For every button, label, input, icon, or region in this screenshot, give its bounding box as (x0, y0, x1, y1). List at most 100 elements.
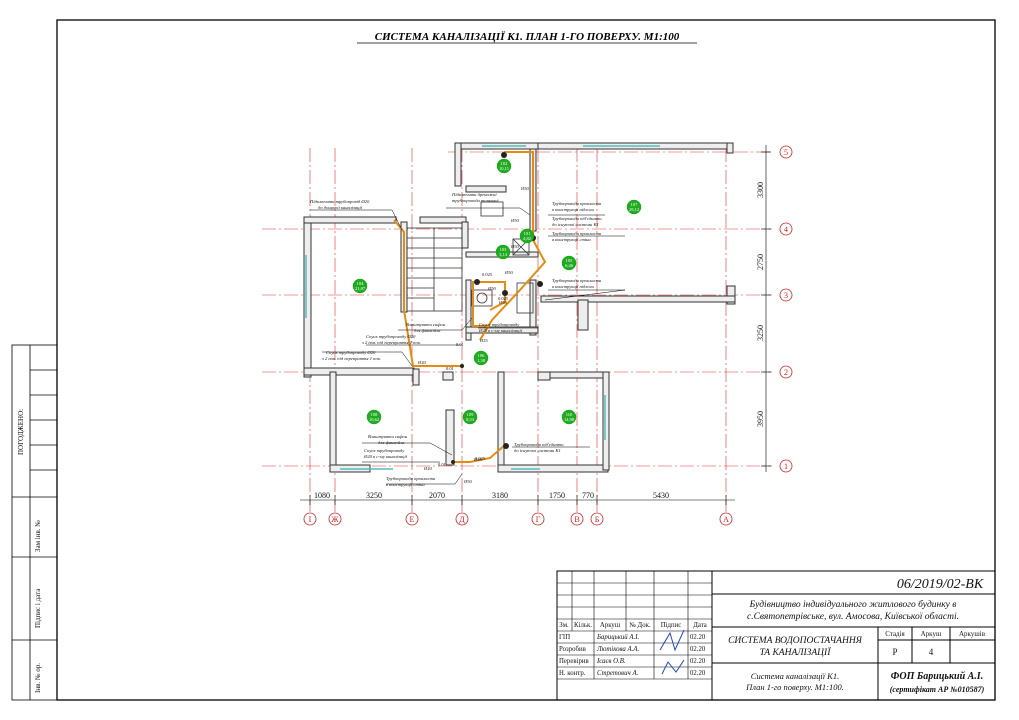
windows (305, 145, 660, 470)
pipe-label: Ø50 (488, 286, 496, 291)
dimension-line-right (761, 145, 771, 472)
sign-date: 02.20 (690, 658, 706, 665)
room-code: 105 (566, 258, 574, 263)
room-area: 4,82 (523, 236, 531, 242)
room-code: 108 (371, 412, 379, 417)
person-name: Стретович А. (597, 670, 639, 677)
certificate: (сертифікат АР №010587) (890, 685, 985, 694)
room-code: 107 (631, 202, 639, 207)
person-name: Ісаєв О.В. (596, 658, 626, 665)
note-text: Підключити трубопровід Ø20 (309, 199, 370, 204)
note-text: Влаштувати сифон (368, 434, 408, 439)
header-cell: Кільк. (574, 622, 592, 629)
note-text: Трубопроводи прокласти (386, 476, 436, 481)
annotation-notes: Підключити трубопровід Ø20 до дощової ка… (309, 192, 602, 487)
role-label: ГІП (559, 634, 570, 641)
note-text: в конструкції підлоги (552, 207, 595, 212)
dim-value: 1750 (549, 491, 565, 500)
pipe-label: 0.01 (438, 462, 446, 467)
dim-value: 3250 (366, 491, 382, 500)
room-area: 21,07 (355, 286, 366, 292)
section-line-2: ТА КАНАЛІЗАЦІЇ (760, 646, 832, 658)
role-label: Перевірив (559, 658, 589, 665)
pipe-label: Ø50 (499, 300, 507, 305)
axis-label: 3 (784, 291, 788, 300)
room-code: 103 (500, 247, 508, 252)
note-text: Спуск трубопроводу Ø20 (366, 334, 416, 339)
pipe-label: Ø50 (521, 186, 529, 191)
note-text: в конструкції стіни (386, 482, 425, 487)
sewer-pipes (393, 151, 547, 463)
room-marker (352, 278, 368, 294)
room-area: 14,98 (564, 417, 575, 423)
room-marker (495, 244, 511, 260)
note-text: до існуючої системи К1 (514, 448, 561, 453)
note-text: Ø25 в с-му каналізації (478, 328, 523, 333)
room-area: 10,11 (499, 166, 509, 172)
sheet-header: Аркуш (921, 630, 942, 638)
drawing-title: СИСТЕМА КАНАЛІЗАЦІЇ К1. ПЛАН 1-ГО ПОВЕРХ… (375, 30, 680, 43)
replaced-inv-label: Зам інв. № (34, 520, 42, 552)
room-area: 8,53 (466, 417, 475, 423)
note-text: в конструкції стіни (552, 237, 591, 242)
original-inv-label: Інв. № ор. (34, 663, 42, 693)
room-marker (626, 199, 642, 215)
axis-labels-right: 5 4 3 2 1 (784, 148, 788, 471)
pipe-label: Ø25 (474, 457, 482, 462)
dimension-values-bottom: 1080 3250 2070 3180 1750 770 5430 (314, 491, 669, 500)
room-area: 1,38 (477, 358, 486, 364)
axis-label: Г (536, 515, 541, 524)
pipe-label: Ø50 (511, 218, 519, 223)
note-text: Ø20 в с-му каналізації (363, 454, 408, 459)
room-code: 110 (566, 412, 573, 417)
room-marker (462, 409, 478, 425)
title-block-text: 06/2019/02-ВК Будівництво індивідуальног… (559, 577, 986, 694)
pipe-label: 0.025 (498, 296, 509, 301)
axis-label: В (574, 515, 579, 524)
axis-label: Ж (331, 515, 339, 524)
pipe-label: Ø20 (418, 360, 426, 365)
axis-bubbles-right (779, 145, 793, 473)
left-stamp-labels: ПОГОДЖЕНО: Зам інв. № Підпис і дата Інв.… (17, 409, 42, 693)
role-label: Розробив (559, 646, 586, 653)
dim-value: 770 (582, 491, 594, 500)
axis-label: Д (459, 515, 465, 524)
person-name: Лютікова А.А. (596, 646, 640, 653)
pipe-fittings (451, 152, 543, 464)
dim-value: 5430 (653, 491, 669, 500)
section-line-1: СИСТЕМА ВОДОПОСТАЧАННЯ (728, 636, 863, 646)
room-marker (519, 228, 535, 244)
room-area: 29,12 (629, 207, 639, 213)
note-text: Підключити дренажні (451, 192, 497, 197)
sign-date: 02.20 (690, 646, 706, 653)
room-markers (352, 158, 642, 425)
dim-value: 3180 (492, 491, 508, 500)
note-text: до дощової каналізації (318, 205, 363, 210)
axis-label: А (723, 515, 729, 524)
pipe-label: 0.01 (456, 342, 464, 347)
room-code: 101 (524, 231, 531, 236)
project-line-2: с.Святопетрівське, вул. Амосова, Київськ… (747, 611, 959, 622)
header-cell: Підпис (661, 622, 682, 629)
pipe-labels: Ø50 Ø50 Ø50 Ø50 Ø50 Ø25 Ø25 Ø20 Ø20 Ø50 … (418, 186, 529, 484)
dim-value: 3300 (756, 182, 765, 198)
note-text: з 2 пов. під перекриття 1 пов. (361, 340, 421, 345)
room-marker-labels: 102 10,11 101 4,82 107 29,12 103 3,14 10… (355, 161, 639, 423)
room-marker (366, 409, 382, 425)
dimension-values-right: 3300 2750 3250 3950 (756, 182, 765, 427)
dim-value: 2750 (756, 254, 765, 270)
person-name: Барицький А.І. (596, 634, 639, 641)
header-cell: Аркуш (600, 622, 621, 629)
building-walls (303, 142, 736, 473)
room-code: 102 (501, 161, 508, 166)
axis-bubbles-bottom (303, 512, 733, 526)
note-text: Спуск трубопроводу (479, 322, 520, 327)
axis-label: 1 (784, 462, 788, 471)
note-text: Спуск трубопроводу Ø20 (326, 350, 376, 355)
header-cell: Дата (693, 622, 707, 629)
sheet-value: 4 (929, 647, 934, 657)
room-code: 104 (357, 281, 365, 286)
room-marker (561, 409, 577, 425)
left-approval-stamp (11, 344, 58, 701)
